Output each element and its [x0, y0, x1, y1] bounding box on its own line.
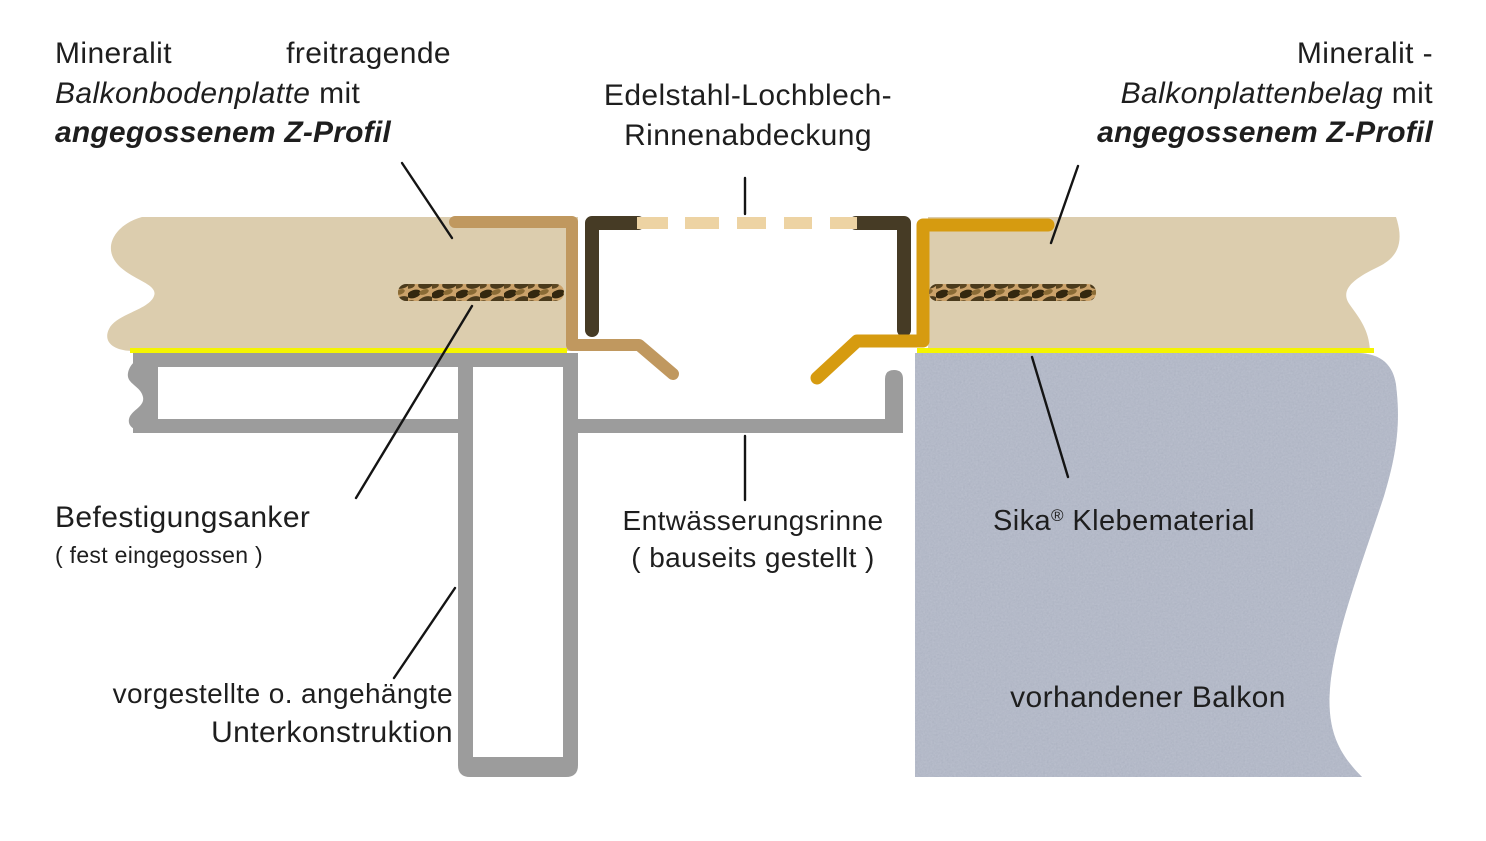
label-right-slab-line3: angegossenem Z-Profil: [1097, 116, 1433, 150]
perforated-cover: [637, 217, 857, 229]
label-right-slab: Mineralit - Balkonplattenbelag mit angeg…: [973, 34, 1433, 153]
label-left-slab-line1: Mineralit freitragende: [55, 37, 451, 70]
leader-top-left: [400, 161, 454, 240]
z-profile-left: [449, 216, 679, 380]
label-left-slab: Mineralit freitragende Balkonbodenplatte…: [55, 34, 451, 153]
label-fastening-anchor: Befestigungsanker ( fest eingegossen ): [55, 501, 311, 568]
label-cover: Edelstahl-Lochblech- Rinnenabdeckung: [603, 79, 893, 152]
label-drainage-channel: Entwässerungsrinne ( bauseits gestellt ): [622, 505, 884, 573]
label-substructure: vorgestellte o. angehängte Unterkonstruk…: [112, 678, 453, 749]
adhesive-line-right: [917, 348, 1374, 353]
leader-lines: [354, 161, 1080, 680]
leader-substructure: [392, 586, 457, 680]
drainage-channel-profile: [577, 370, 903, 433]
fastening-anchor-left: [398, 284, 564, 301]
leader-anchor: [354, 304, 474, 500]
left-balcony-slab: [107, 217, 579, 351]
label-right-slab-line2: Balkonplattenbelag mit: [1120, 76, 1433, 110]
adhesive-line-left: [130, 348, 567, 353]
label-adhesive: Sika® Klebematerial: [993, 505, 1255, 537]
fastening-anchor-right: [929, 284, 1096, 301]
z-profile-right: [810, 218, 1055, 385]
registered-trademark-symbol: ®: [1051, 506, 1064, 525]
substructure-post-hollow: [473, 367, 563, 757]
leader-adhesive: [1030, 355, 1070, 479]
label-left-slab-line2: Balkonbodenplatte mit: [55, 76, 361, 110]
right-balcony-slab: [928, 217, 1400, 351]
cover-frame: [585, 216, 911, 337]
leader-top-right: [1049, 164, 1080, 245]
label-existing-balcony: vorhandener Balkon: [1010, 681, 1286, 714]
label-left-slab-line3: angegossenem Z-Profil: [55, 116, 391, 150]
